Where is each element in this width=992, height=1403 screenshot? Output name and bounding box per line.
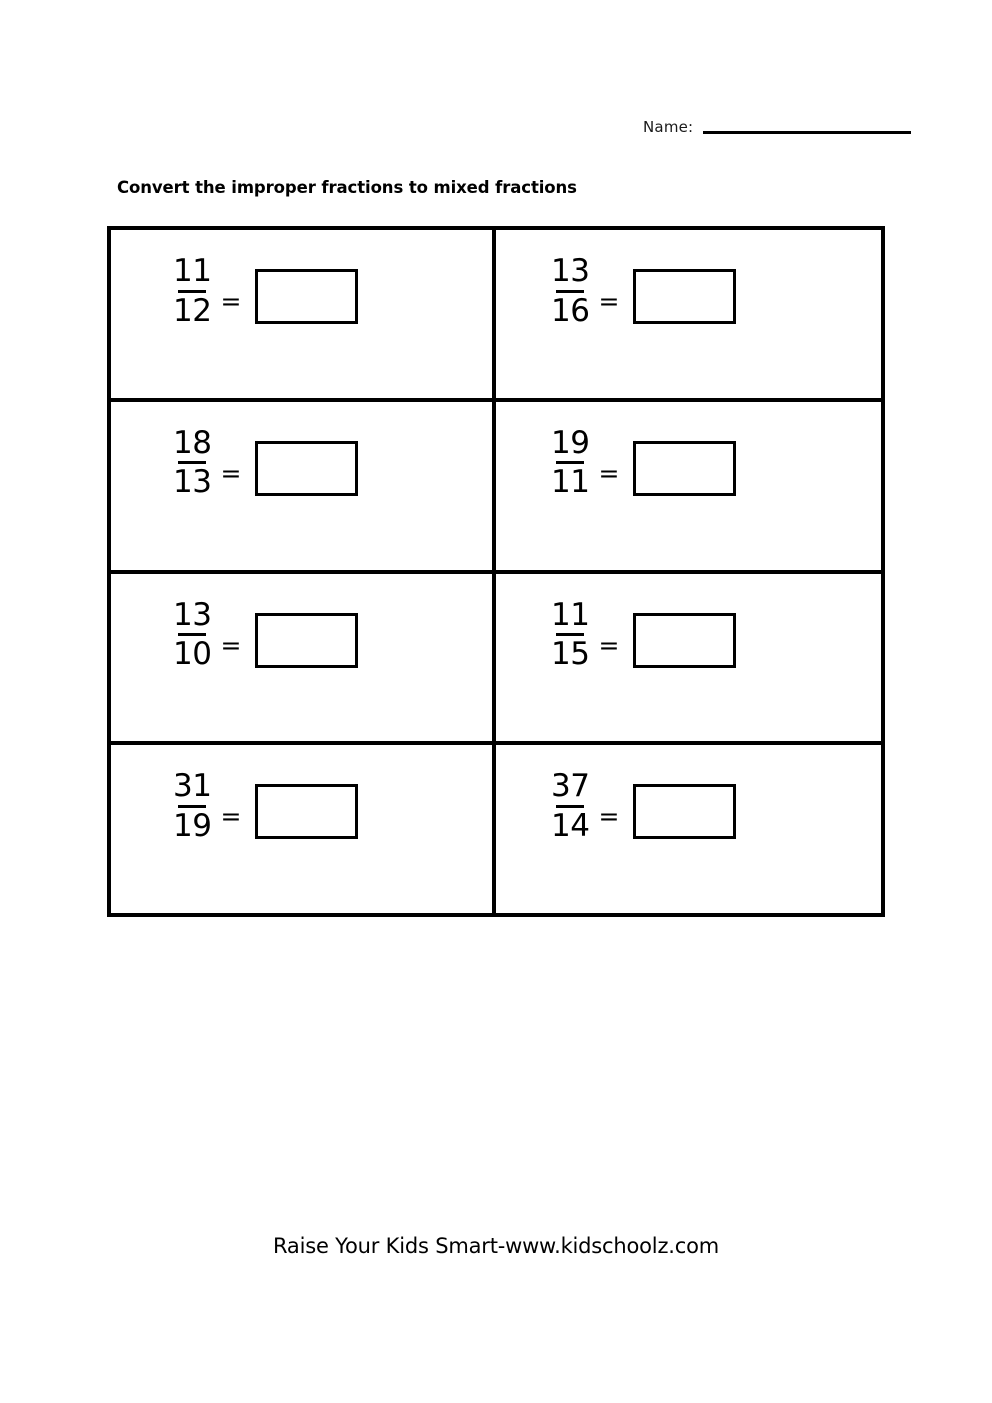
problem-row: 11 12 = 13 16 = <box>111 230 881 402</box>
problem-cell-8: 37 14 = <box>496 745 881 913</box>
fraction-numerator: 11 <box>173 253 212 289</box>
fraction-denominator: 16 <box>551 292 590 329</box>
equals-sign: = <box>598 802 620 832</box>
problem-cell-2: 13 16 = <box>496 230 881 398</box>
problem-cell-3: 18 13 = <box>111 401 496 570</box>
fraction-2: 13 16 <box>551 253 590 329</box>
fraction-bar-icon <box>178 804 207 808</box>
fraction-denominator: 14 <box>551 807 590 844</box>
problem-cell-6: 11 15 = <box>496 574 881 742</box>
answer-box-3[interactable] <box>255 440 359 496</box>
problem-cell-7: 31 19 = <box>111 745 496 913</box>
answer-box-7[interactable] <box>255 784 359 840</box>
problem-8: 37 14 = <box>551 768 737 844</box>
problem-4: 19 11 = <box>551 424 737 501</box>
fraction-6: 11 15 <box>551 596 590 673</box>
fraction-denominator: 13 <box>173 464 212 501</box>
answer-box-4[interactable] <box>633 440 737 496</box>
problem-row: 31 19 = 37 14 = <box>111 745 881 913</box>
fraction-numerator: 13 <box>551 253 590 289</box>
problem-row: 18 13 = 19 11 = <box>111 401 881 574</box>
fraction-denominator: 12 <box>173 292 212 329</box>
fraction-bar-icon <box>556 461 585 465</box>
fraction-numerator: 11 <box>551 596 590 633</box>
equals-sign: = <box>220 802 242 832</box>
fraction-denominator: 15 <box>551 636 590 673</box>
fraction-denominator: 11 <box>551 464 590 501</box>
fraction-numerator: 31 <box>173 768 212 805</box>
equals-sign: = <box>598 458 620 488</box>
fraction-numerator: 19 <box>551 424 590 461</box>
problem-cell-4: 19 11 = <box>496 402 881 570</box>
answer-box-8[interactable] <box>633 784 737 840</box>
fraction-5: 13 10 <box>173 596 212 673</box>
fraction-numerator: 18 <box>173 424 212 461</box>
problem-5: 13 10 = <box>173 596 359 673</box>
fraction-bar-icon <box>556 289 585 293</box>
problem-grid: 11 12 = 13 16 = <box>107 226 885 917</box>
fraction-8: 37 14 <box>551 768 590 844</box>
problem-2: 13 16 = <box>551 253 737 329</box>
equals-sign: = <box>220 630 242 660</box>
problem-3: 18 13 = <box>173 424 359 501</box>
equals-sign: = <box>598 287 620 316</box>
fraction-bar-icon <box>178 461 207 465</box>
fraction-3: 18 13 <box>173 424 212 501</box>
equals-sign: = <box>220 458 242 488</box>
answer-box-1[interactable] <box>255 269 359 324</box>
fraction-bar-icon <box>556 804 585 808</box>
fraction-denominator: 19 <box>173 807 212 844</box>
equals-sign: = <box>598 630 620 660</box>
fraction-1: 11 12 <box>173 253 212 329</box>
name-field-row: Name: <box>643 118 911 136</box>
fraction-numerator: 13 <box>173 596 212 633</box>
fraction-4: 19 11 <box>551 424 590 501</box>
footer-credit: Raise Your Kids Smart-www.kidschoolz.com <box>272 1234 719 1258</box>
problem-cell-1: 11 12 = <box>111 230 496 398</box>
fraction-denominator: 10 <box>173 636 212 673</box>
fraction-7: 31 19 <box>173 768 212 844</box>
answer-box-5[interactable] <box>255 612 359 668</box>
name-label: Name: <box>643 118 694 136</box>
name-write-line[interactable] <box>703 130 911 134</box>
fraction-bar-icon <box>178 289 207 293</box>
problem-row: 13 10 = 11 15 = <box>111 573 881 746</box>
problem-1: 11 12 = <box>173 253 359 329</box>
page-title: Convert the improper fractions to mixed … <box>117 178 577 197</box>
problem-7: 31 19 = <box>173 768 359 844</box>
answer-box-2[interactable] <box>633 269 737 324</box>
problem-6: 11 15 = <box>551 596 737 673</box>
fraction-numerator: 37 <box>551 768 590 805</box>
answer-box-6[interactable] <box>633 612 737 668</box>
equals-sign: = <box>220 287 242 316</box>
fraction-bar-icon <box>556 633 585 637</box>
problem-cell-5: 13 10 = <box>111 573 496 742</box>
fraction-bar-icon <box>178 633 207 637</box>
